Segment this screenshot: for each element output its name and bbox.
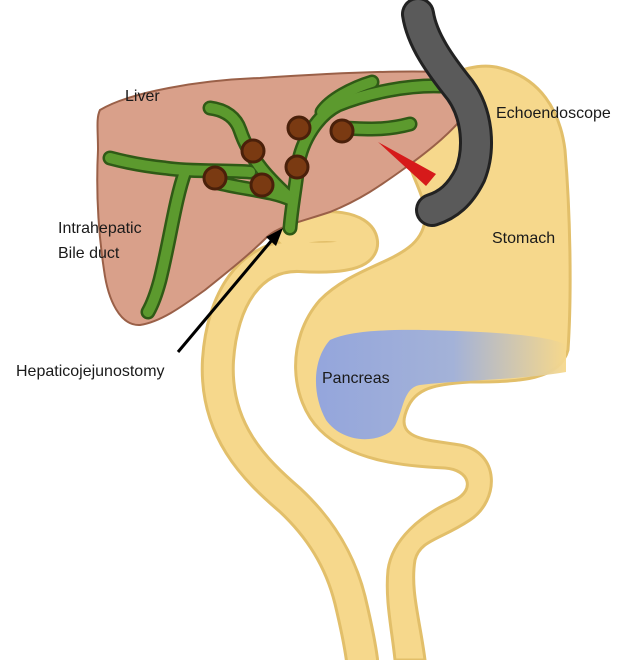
label-stomach: Stomach	[492, 230, 555, 247]
label-echoendoscope: Echoendoscope	[496, 105, 611, 122]
stone	[242, 140, 264, 162]
label-hepaticojejunostomy: Hepaticojejunostomy	[16, 363, 165, 380]
stone	[331, 120, 353, 142]
label-bile-duct: Bile duct	[58, 245, 120, 262]
stone	[204, 167, 226, 189]
label-liver: Liver	[125, 88, 160, 105]
stone	[251, 174, 273, 196]
label-intrahepatic: Intrahepatic	[58, 220, 142, 237]
stone	[286, 156, 308, 178]
label-pancreas: Pancreas	[322, 370, 390, 387]
stone	[288, 117, 310, 139]
